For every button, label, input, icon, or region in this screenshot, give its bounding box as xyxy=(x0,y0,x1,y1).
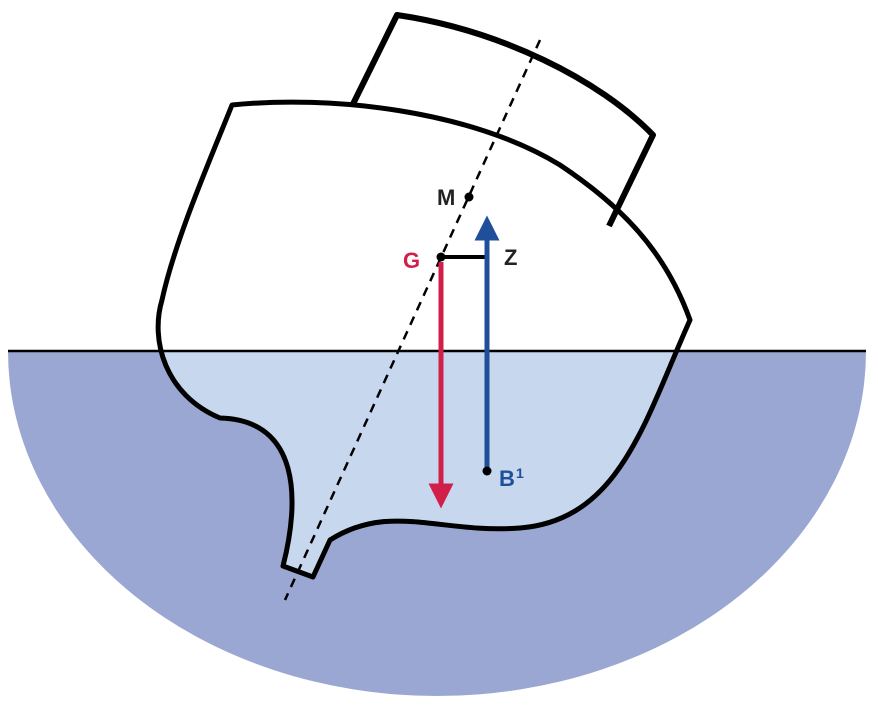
hull-outline xyxy=(155,99,693,580)
righting-arm-z-label: Z xyxy=(504,245,517,270)
metacenter-label: M xyxy=(437,185,455,210)
center-of-buoyancy-label: B xyxy=(499,466,515,491)
center-of-gravity-label: G xyxy=(403,248,420,273)
metacenter-point xyxy=(464,192,474,202)
center-of-buoyancy-point xyxy=(482,466,492,476)
center-of-buoyancy-superscript: 1 xyxy=(516,465,524,481)
ship-centerline xyxy=(283,39,542,601)
center-of-gravity-point xyxy=(436,252,446,262)
